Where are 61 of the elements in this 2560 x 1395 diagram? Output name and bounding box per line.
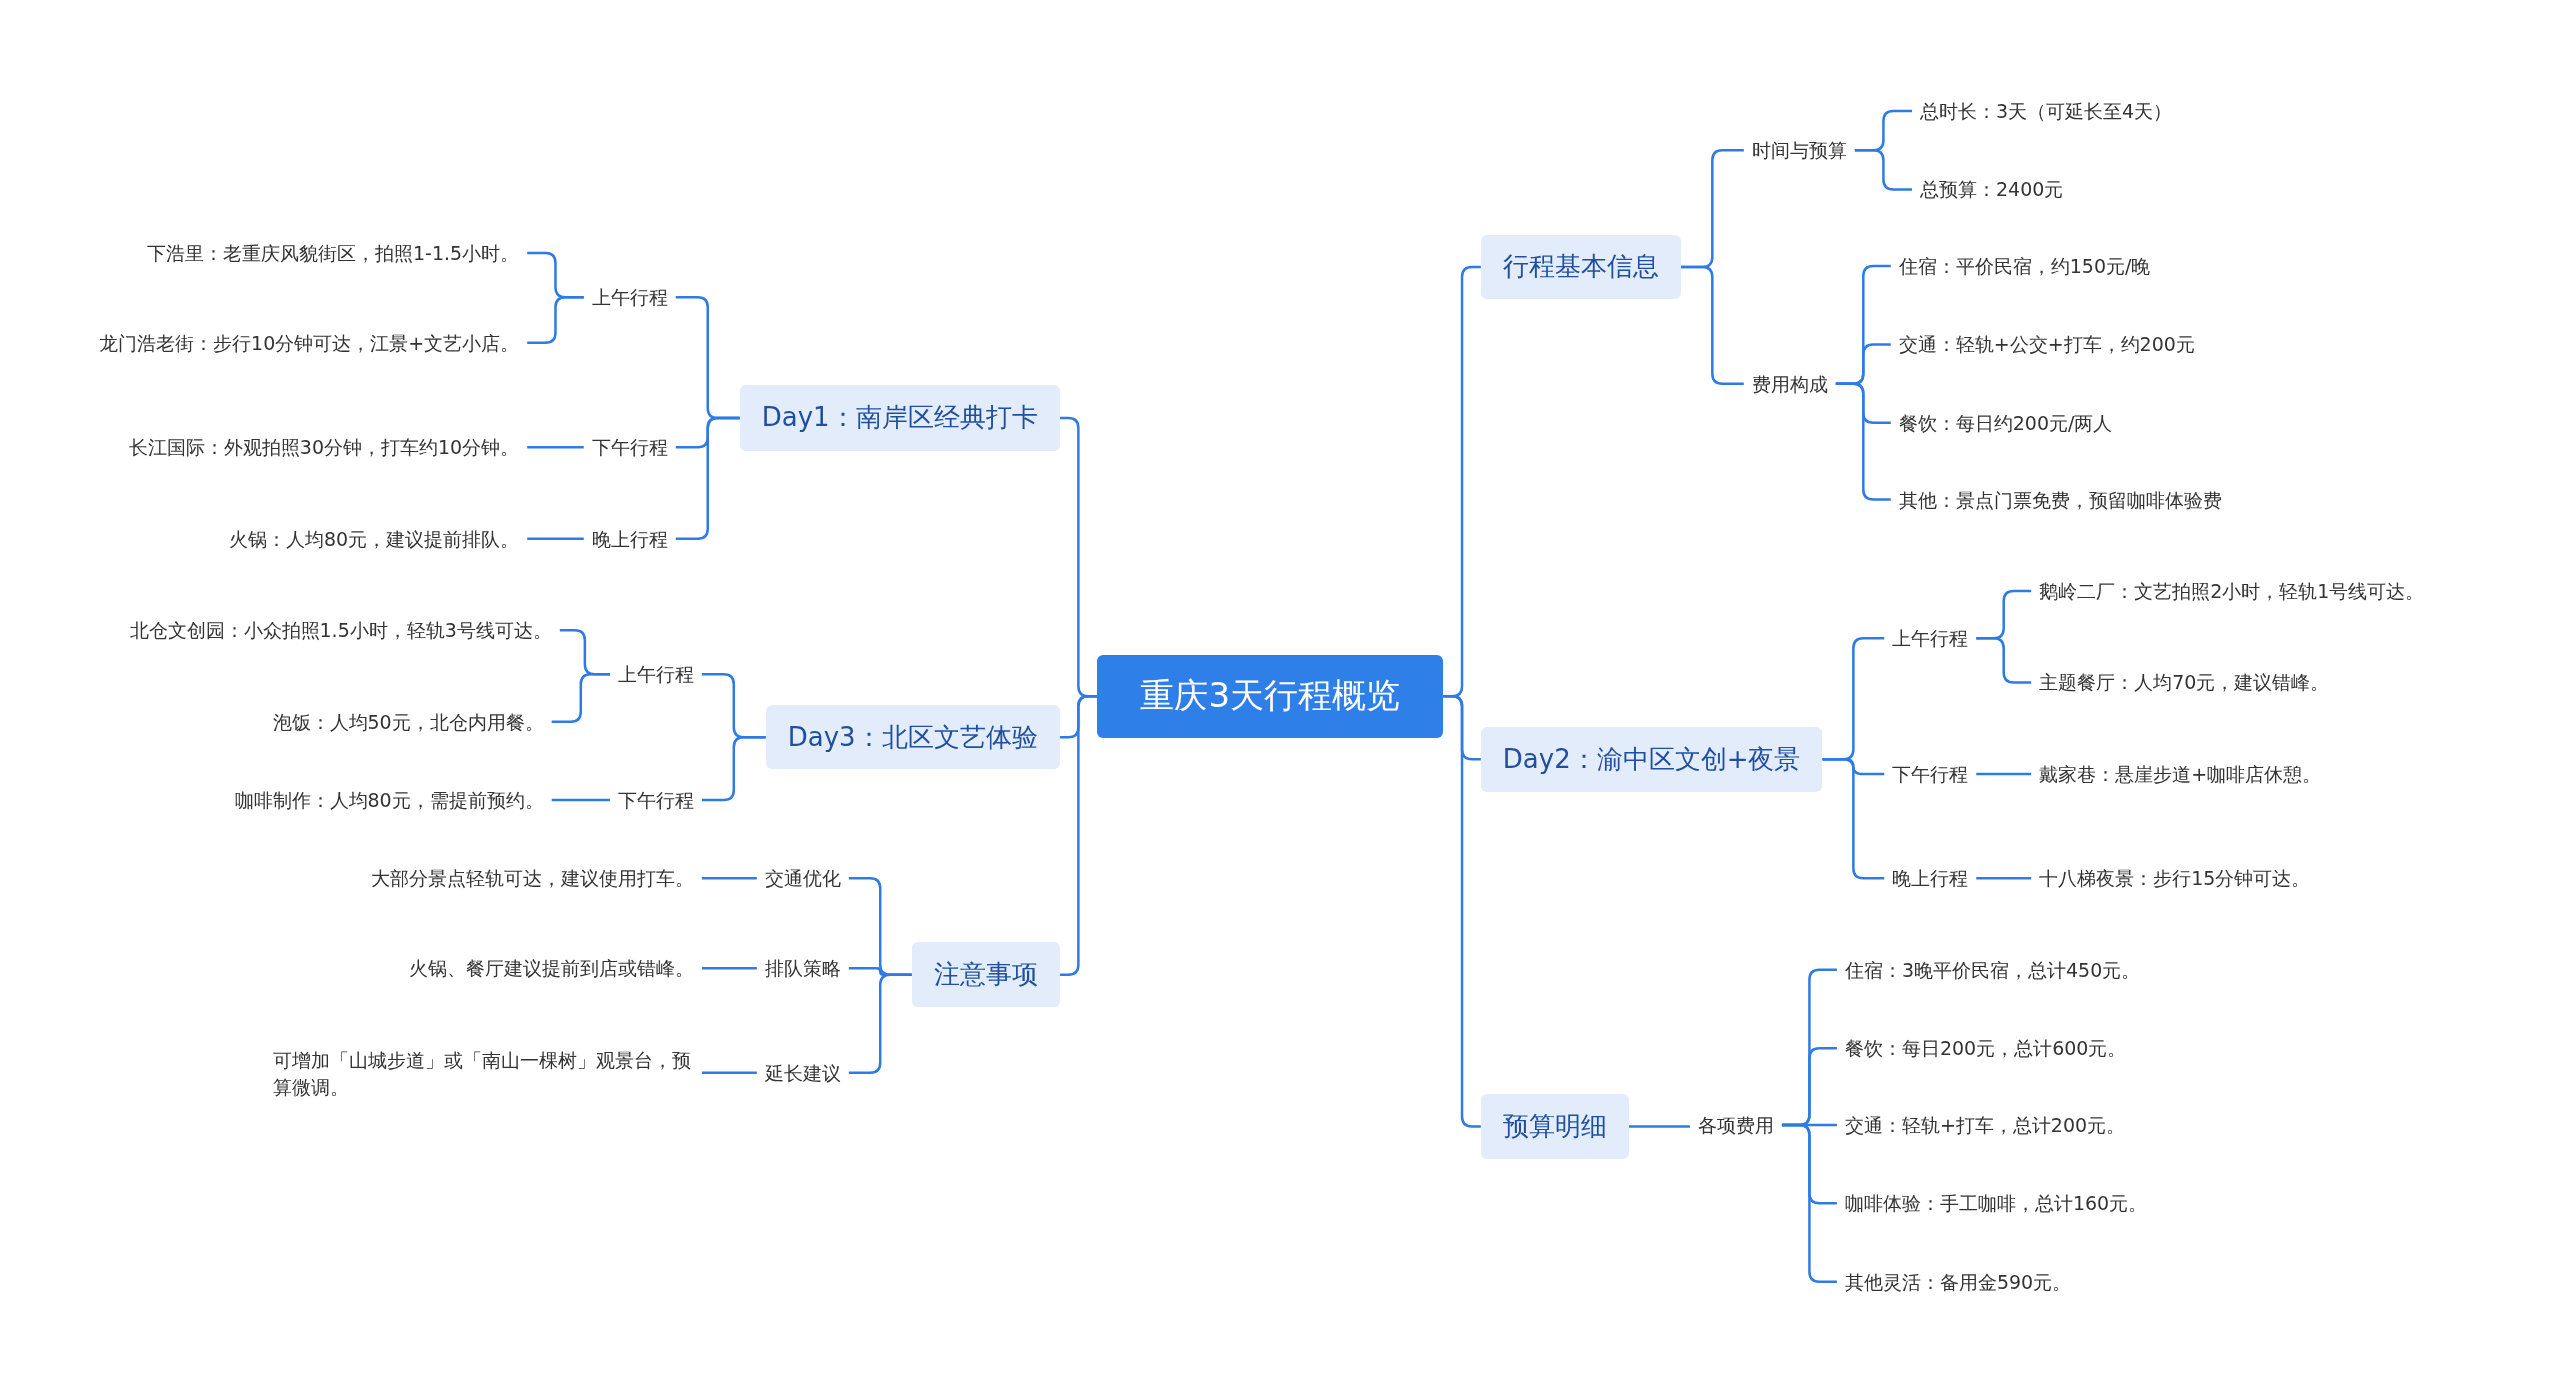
topic-text: 时间与预算 xyxy=(1751,136,1847,164)
connector-line xyxy=(1628,1125,1690,1128)
connector-line xyxy=(1854,148,1912,191)
connector-line xyxy=(701,966,757,970)
topic-text: 北仓文创园：小众拍照1.5小时，轻轨3号线可达。 xyxy=(129,616,552,644)
topic-text: 龙门浩老街：步行10分钟可达，江景+文艺小店。 xyxy=(99,329,520,357)
topic-text: 住宿：平价民宿，约150元/晚 xyxy=(1898,252,2151,280)
topic-text: 费用构成 xyxy=(1751,370,1828,397)
topic-text: 可增加「山城步道」或「南山一棵树」观景台，预算微调。 xyxy=(272,1047,694,1101)
central-topic-box: 重庆3天行程概览 xyxy=(1097,654,1444,738)
topic-text: 各项费用 xyxy=(1697,1111,1774,1139)
topic-box: Day1：南岸区经典打卡 xyxy=(739,385,1060,451)
topic-text: 上午行程 xyxy=(1892,625,1969,652)
topic-text: 下午行程 xyxy=(617,786,694,814)
topic-text: 排队策略 xyxy=(764,954,841,982)
topic-box: 预算明细 xyxy=(1480,1093,1629,1160)
topic-text: 交通：轻轨+打车，总计200元。 xyxy=(1844,1111,2126,1139)
topic-text: 十八梯夜景：步行15分钟可达。 xyxy=(2039,865,2311,892)
connector-line xyxy=(527,446,584,449)
topic-text: 住宿：3晚平价民宿，总计450元。 xyxy=(1844,956,2141,984)
topic-text: 戴家巷：悬崖步道+咖啡店休憩。 xyxy=(2039,760,2322,788)
connector-line xyxy=(1059,695,1098,976)
topic-text: 火锅：人均80元，建议提前排队。 xyxy=(229,525,520,553)
topic-text: 鹅岭二厂：文艺拍照2小时，轻轨1号线可达。 xyxy=(2039,577,2425,605)
topic-text: 上午行程 xyxy=(591,283,668,311)
topic-text: 餐饮：每日约200元/两人 xyxy=(1898,409,2113,437)
topic-text: 交通优化 xyxy=(764,865,841,892)
connector-line xyxy=(1976,772,2032,776)
topic-box: 注意事项 xyxy=(911,942,1060,1008)
topic-box: Day2：渝中区文创+夜景 xyxy=(1480,726,1823,792)
topic-text: 下午行程 xyxy=(591,434,668,461)
topic-text: 泡饭：人均50元，北仓内用餐。 xyxy=(272,708,544,735)
connector-line xyxy=(1443,695,1481,1128)
connector-line xyxy=(1822,757,1885,880)
topic-text: 大部分景点轻轨可达，建议使用打车。 xyxy=(370,865,694,892)
topic-box: 行程基本信息 xyxy=(1480,235,1681,299)
topic-text: 咖啡制作：人均80元，需提前预约。 xyxy=(234,786,544,814)
connector-line xyxy=(701,877,757,880)
topic-text: 其他灵活：备用金590元。 xyxy=(1844,1268,2072,1295)
topic-box: Day3：北区文艺体验 xyxy=(765,705,1060,769)
topic-text: 交通：轻轨+公交+打车，约200元 xyxy=(1898,331,2195,358)
topic-text: 总预算：2400元 xyxy=(1920,176,2064,203)
connector-line xyxy=(701,1071,757,1074)
topic-text: 总时长：3天（可延长至4天） xyxy=(1920,97,2173,125)
connector-line xyxy=(527,537,584,540)
connector-line xyxy=(551,673,610,723)
topic-text: 其他：景点门票免费，预留咖啡体验费 xyxy=(1898,486,2222,513)
topic-text: 火锅、餐厅建议提前到店或错峰。 xyxy=(408,954,694,982)
topic-text: 咖啡体验：手工咖啡，总计160元。 xyxy=(1844,1189,2148,1217)
topic-text: 下浩里：老重庆风貌街区，拍照1-1.5小时。 xyxy=(147,239,520,267)
connector-line xyxy=(1976,877,2032,880)
topic-text: 下午行程 xyxy=(1892,760,1969,788)
topic-text: 上午行程 xyxy=(617,661,694,688)
topic-text: 长江国际：外观拍照30分钟，打车约10分钟。 xyxy=(128,434,520,461)
topic-text: 晚上行程 xyxy=(1892,865,1969,892)
topic-text: 主题餐厅：人均70元，建议错峰。 xyxy=(2039,669,2330,696)
connector-line xyxy=(1976,637,2032,684)
topic-text: 延长建议 xyxy=(764,1059,841,1086)
connector-line xyxy=(551,798,610,802)
topic-text: 餐饮：每日200元，总计600元。 xyxy=(1844,1034,2127,1062)
topic-text: 晚上行程 xyxy=(591,525,668,553)
